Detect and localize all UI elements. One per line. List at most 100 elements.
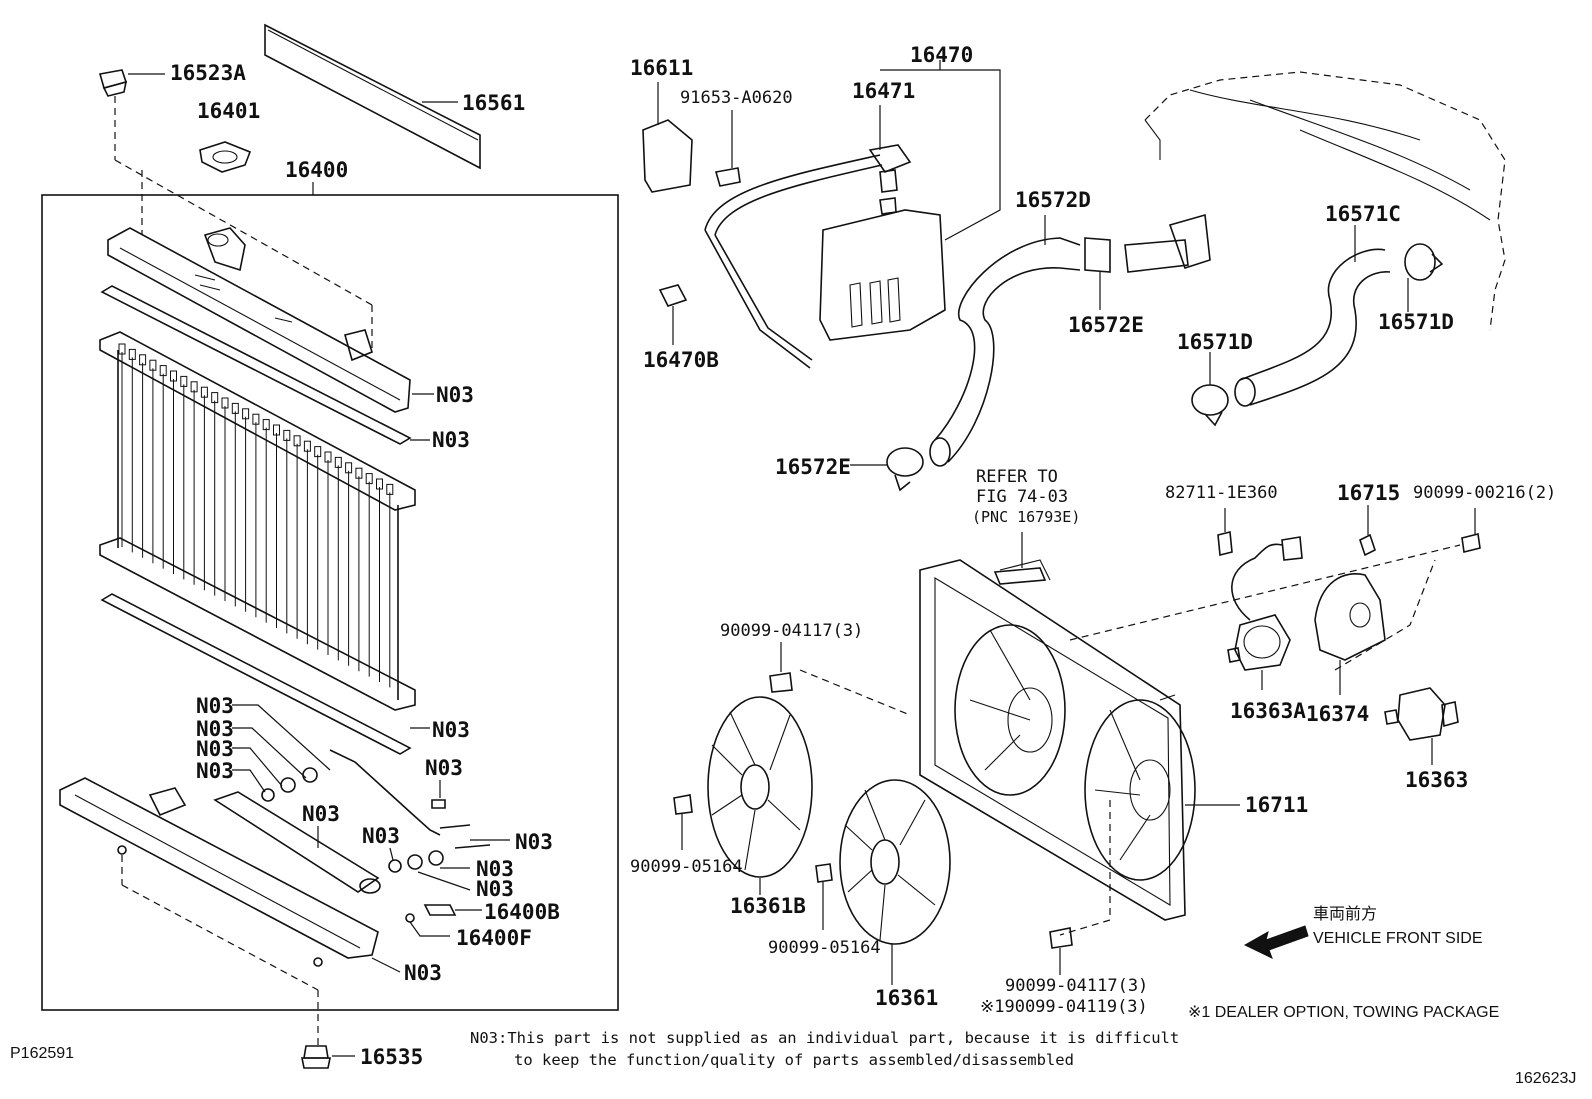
water-outlet [1124,239,1189,273]
label-16561: 16561 [462,91,525,115]
hose-clamp-upper [1084,237,1111,273]
diagram-id: P162591 [10,1045,74,1062]
label-n03-9: N03 [302,802,340,826]
refer-note-line1: REFER TO [976,467,1058,487]
label-91653: 91653-A0620 [680,88,793,108]
motor-cover [1314,573,1386,695]
label-n03-14: N03 [404,961,442,985]
label-16363: 16363 [1405,768,1468,792]
label-16571D-right: 16571D [1378,310,1454,334]
hose-clamp-lower [850,447,924,492]
label-n03-12: N03 [476,857,514,881]
hose-clamp-c-left [1191,352,1229,427]
fan-motor [1384,687,1459,765]
label-n03-7: N03 [196,759,234,783]
fan-nut-mid [815,863,833,930]
labels: 16523A 16401 16561 16400 N03 N03 N03 N03… [10,43,1576,1087]
label-n03-1: N03 [436,383,474,407]
label-n03-8: N03 [425,756,463,780]
label-16361B: 16361B [730,894,806,918]
label-n03-10: N03 [362,824,400,848]
label-16363A: 16363A [1230,699,1306,723]
footnote-line2: to keep the function/quality of parts as… [514,1051,1074,1069]
label-16401: 16401 [197,99,260,123]
label-90099-00216: 90099-00216(2) [1413,483,1556,503]
radiator-core [99,331,416,711]
label-16400F: 16400F [456,926,532,950]
gasket [199,141,252,173]
label-90099-04117-top: 90099-04117(3) [720,621,863,641]
front-direction-arrow [1243,925,1309,959]
label-90099-05164-mid: 90099-05164 [768,938,881,958]
upper-radiator-hose [934,237,1081,441]
label-16361: 16361 [875,986,938,1010]
shroud-bolt-bottom [1049,927,1073,975]
label-n03-11: N03 [515,830,553,854]
label-16715: 16715 [1337,481,1400,505]
label-90099-05164-left: 90099-05164 [630,857,743,877]
label-16374: 16374 [1306,702,1369,726]
label-n03-2: N03 [432,428,470,452]
direction-japanese: 車両前方 [1313,905,1377,923]
label-16400: 16400 [285,158,348,182]
seal-strip [264,23,481,170]
direction-english: VEHICLE FRONT SIDE [1313,930,1483,947]
shroud-bolt-top [769,642,793,693]
label-16572D: 16572D [1015,188,1091,212]
lower-radiator-hose [1239,248,1386,381]
oil-cooler-tube [213,749,471,894]
reservoir-cap [868,105,912,193]
fan-blade-right [839,779,951,985]
label-16470B: 16470B [643,348,719,372]
radiator-hoses [850,71,1506,492]
fan-shroud-group [673,505,1481,985]
dealer-option-note: ※1 DEALER OPTION, TOWING PACKAGE [1188,1004,1499,1021]
label-n03-13: N03 [476,877,514,901]
label-16611: 16611 [630,56,693,80]
label-16571C: 16571C [1325,202,1401,226]
label-16470: 16470 [910,43,973,67]
upper-oring [100,285,412,445]
radiator-assembly-frame [41,194,619,1011]
fan-nut-left [673,794,693,850]
refer-note-line3: (PNC 16793E) [972,508,1080,526]
fan-blade-left [707,696,813,895]
fan-motor-a [1217,508,1303,690]
label-90099-04117-bottom: 90099-04117(3) [1005,976,1148,996]
label-16571D-left: 16571D [1177,330,1253,354]
radiator-cap [98,69,373,352]
label-16711: 16711 [1245,793,1308,817]
label-16572E-top: 16572E [1068,313,1144,337]
label-n03-5: N03 [196,717,234,741]
refer-note-line2: FIG 74-03 [976,487,1068,507]
overflow-hose [704,154,881,231]
label-82711: 82711-1E360 [1165,483,1278,503]
label-16572E-bottom: 16572E [775,455,851,479]
drain-plug [301,1045,355,1069]
lower-oring [100,593,412,755]
wire-clip [1359,533,1376,557]
label-16523A: 16523A [170,61,246,85]
reservoir-tank [819,60,1001,341]
reservoir-bolt [714,110,741,187]
lower-tank [59,777,401,1045]
cover-screw [1461,508,1481,553]
reservoir-bracket [642,119,693,193]
label-16400B: 16400B [484,900,560,924]
reservoir-group [642,60,1001,369]
label-90099-04119: ※190099-04119(3) [980,997,1148,1017]
label-16535: 16535 [360,1045,423,1069]
upper-tank [107,170,434,413]
footnote-line1: N03:This part is not supplied as an indi… [470,1029,1179,1047]
label-16471: 16471 [852,79,915,103]
cooler-fittings [232,704,510,937]
label-n03-4: N03 [196,694,234,718]
fan-shroud [919,532,1240,921]
hose-clip [658,284,688,307]
radiator-group [41,23,619,1069]
label-n03-6: N03 [196,737,234,761]
engine-outline [1144,71,1506,331]
hose-clamp-c-right [1404,243,1444,312]
label-n03-3: N03 [432,718,470,742]
